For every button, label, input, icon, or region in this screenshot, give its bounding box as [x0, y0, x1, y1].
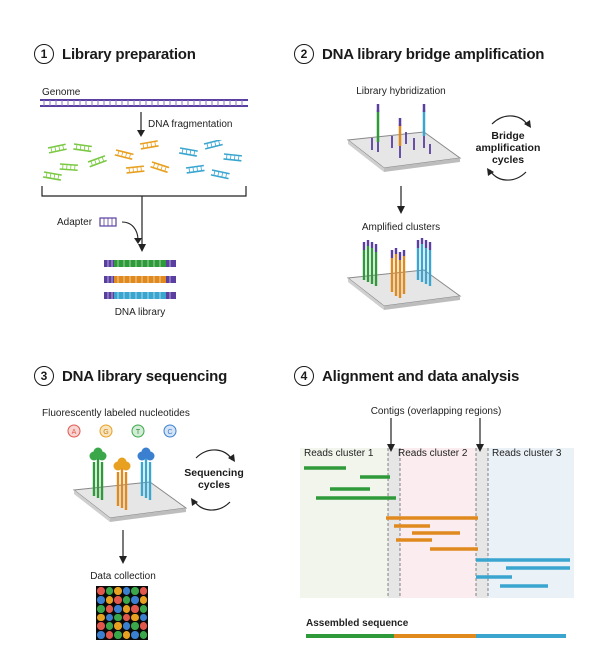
fluorescence-readout-grid	[96, 586, 148, 640]
step-1-title: Library preparation	[62, 45, 196, 63]
assembled-sequence-label: Assembled sequence	[306, 618, 409, 629]
nucleotide-c: C	[167, 429, 172, 436]
assembled-segment-blue	[476, 634, 566, 638]
step-3-number: 3	[34, 366, 54, 386]
contigs-label: Contigs (overlapping regions)	[370, 406, 502, 417]
bridge-cycle-arrows-icon	[487, 115, 531, 181]
dna-fragments	[42, 140, 242, 181]
step-4-title: Alignment and data analysis	[322, 367, 520, 385]
step-1-number: 1	[34, 44, 54, 64]
step-4-header: 4 Alignment and data analysis	[294, 366, 519, 386]
bridge-cycles-line-1: Bridge	[491, 130, 525, 142]
data-collection-label: Data collection	[90, 571, 156, 582]
nucleotide-legend: A G T C	[67, 424, 177, 438]
fragmentation-arrow	[137, 112, 145, 137]
assembled-segment-orange	[394, 634, 476, 638]
step-4-number: 4	[294, 366, 314, 386]
flow-cell-clusters	[346, 238, 462, 310]
alignment-diagram	[300, 418, 574, 598]
sequencing-cycles-line-2: cycles	[197, 479, 231, 491]
bridge-cycles-label: Bridge amplification cycles	[468, 130, 548, 166]
nucleotides-label: Fluorescently labeled nucleotides	[42, 408, 190, 419]
step-2-title: DNA library bridge amplification	[322, 45, 545, 63]
nucleotide-t: T	[136, 429, 141, 436]
nucleotide-a: A	[72, 429, 77, 436]
sequencing-flow-cell	[72, 447, 188, 522]
bridge-cycles-line-3: cycles	[491, 154, 525, 166]
genome-strand	[40, 99, 248, 107]
sequencing-cycles-label: Sequencing cycles	[176, 467, 252, 491]
step-2-header: 2 DNA library bridge amplification	[294, 44, 544, 64]
step-3-header: 3 DNA library sequencing	[34, 366, 227, 386]
assembled-segment-green	[306, 634, 394, 638]
amplification-arrow	[397, 186, 405, 214]
reads-cluster-2-label: Reads cluster 2	[398, 448, 468, 459]
step-3-title: DNA library sequencing	[62, 367, 228, 385]
fragmentation-label: DNA fragmentation	[148, 119, 233, 130]
merge-bracket	[41, 186, 247, 252]
flow-cell-hybridization	[346, 104, 462, 172]
data-collection-arrow	[119, 530, 127, 564]
reads-cluster-3-label: Reads cluster 3	[492, 448, 562, 459]
step-1-header: 1 Library preparation	[34, 44, 196, 64]
amplified-clusters-label: Amplified clusters	[361, 222, 441, 233]
sequencing-cycle-arrows-icon	[191, 449, 235, 511]
dna-library-strands	[104, 260, 176, 299]
sequencing-cycles-line-1: Sequencing	[184, 467, 244, 479]
adapter-icon	[99, 217, 142, 244]
dna-library-label: DNA library	[114, 307, 166, 318]
adapter-label: Adapter	[57, 217, 93, 228]
reads-cluster-1-label: Reads cluster 1	[304, 448, 374, 459]
genome-label: Genome	[42, 87, 81, 98]
step-2-number: 2	[294, 44, 314, 64]
nucleotide-g: G	[103, 429, 108, 436]
bridge-cycles-line-2: amplification	[475, 142, 541, 154]
hybridization-label: Library hybridization	[356, 86, 446, 97]
